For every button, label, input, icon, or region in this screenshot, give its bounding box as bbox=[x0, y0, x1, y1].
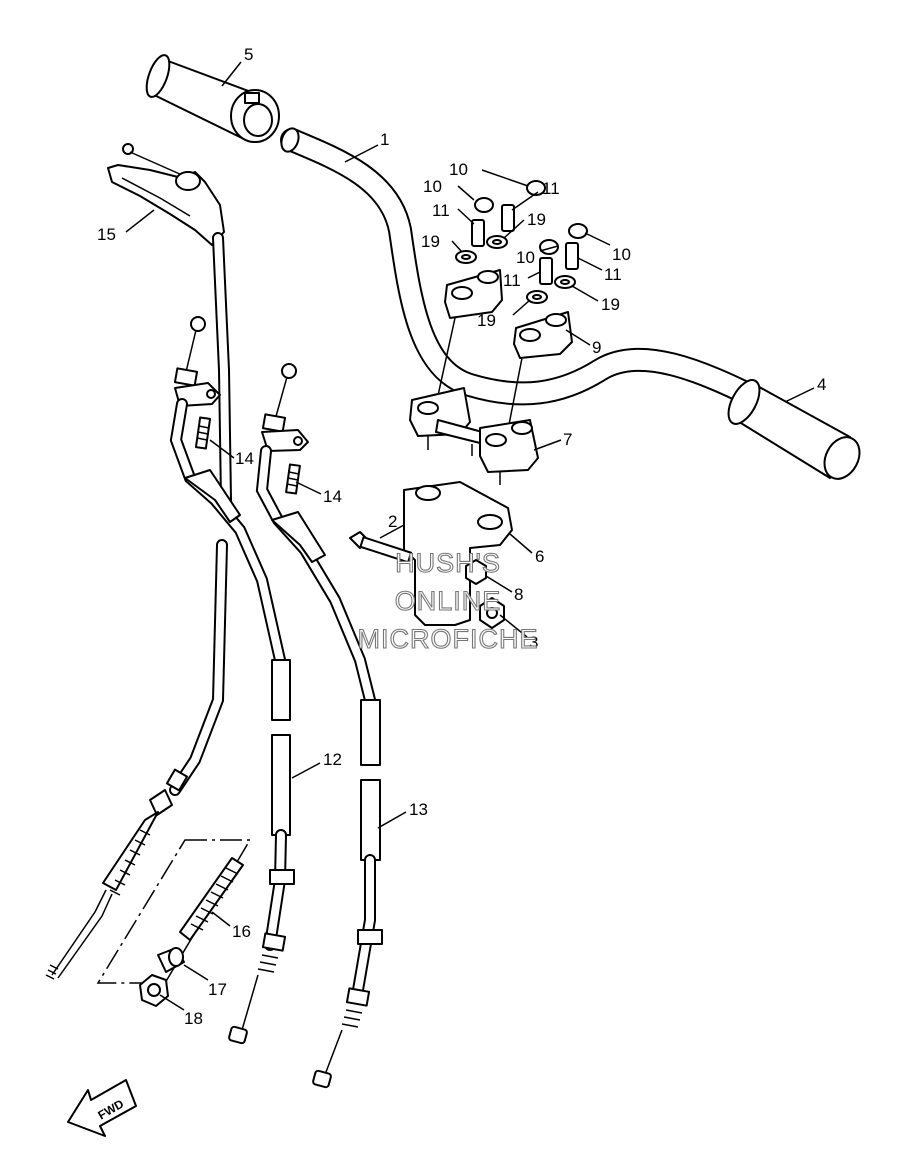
callout-18: 18 bbox=[184, 1009, 203, 1028]
bolt-2[interactable] bbox=[349, 531, 413, 564]
washer-19d[interactable] bbox=[526, 290, 548, 304]
collar-17[interactable] bbox=[157, 947, 185, 973]
lower-holder-7[interactable] bbox=[409, 387, 539, 485]
callout-3: 3 bbox=[529, 633, 538, 652]
callout-10b: 10 bbox=[423, 177, 442, 196]
callout-16: 16 bbox=[232, 922, 251, 941]
callout-11d: 11 bbox=[503, 271, 521, 290]
callout-8: 8 bbox=[514, 585, 523, 604]
leader-lines bbox=[125, 61, 815, 1011]
callout-5: 5 bbox=[244, 45, 253, 64]
callout-19d: 19 bbox=[477, 311, 496, 330]
washer-19c[interactable] bbox=[554, 275, 576, 289]
callout-11b: 11 bbox=[432, 201, 450, 220]
callout-1: 1 bbox=[380, 130, 389, 149]
watermark-line1: HUSH'S bbox=[395, 548, 501, 578]
bolt-11b[interactable] bbox=[471, 219, 485, 247]
callout-10a: 10 bbox=[449, 160, 468, 179]
upper-holder-9b[interactable] bbox=[513, 311, 573, 359]
spring-16[interactable] bbox=[179, 857, 244, 941]
upper-holder-9a[interactable] bbox=[444, 269, 503, 319]
nut-8[interactable] bbox=[465, 559, 487, 585]
left-grip[interactable] bbox=[142, 52, 280, 143]
callout-19b: 19 bbox=[421, 232, 440, 251]
callout-10d: 10 bbox=[516, 248, 535, 267]
washer-19b[interactable] bbox=[455, 250, 477, 264]
callout-19c: 19 bbox=[601, 295, 620, 314]
crown-6[interactable] bbox=[403, 481, 513, 626]
callout-6: 6 bbox=[535, 547, 544, 566]
cable-13[interactable] bbox=[255, 363, 383, 1089]
callout-14a: 14 bbox=[235, 449, 254, 468]
bolt-11a[interactable] bbox=[501, 204, 515, 232]
callout-9: 9 bbox=[592, 338, 601, 357]
throttle-housing[interactable] bbox=[107, 143, 225, 246]
callout-11a: 11 bbox=[542, 179, 560, 198]
watermark-line3: MICROFICHE bbox=[358, 624, 539, 654]
callout-2: 2 bbox=[388, 512, 397, 531]
fwd-arrow-icon: FWD bbox=[67, 1079, 137, 1137]
callout-7: 7 bbox=[563, 430, 572, 449]
cap-10a[interactable] bbox=[526, 180, 546, 196]
callout-19a: 19 bbox=[527, 210, 546, 229]
watermark-line2: ONLINE bbox=[395, 586, 502, 616]
right-grip[interactable] bbox=[722, 375, 866, 485]
callout-14b: 14 bbox=[323, 487, 342, 506]
bolt-11c[interactable] bbox=[565, 242, 579, 270]
nut-18[interactable] bbox=[139, 974, 169, 1007]
callout-13: 13 bbox=[409, 800, 428, 819]
callout-17: 17 bbox=[208, 980, 227, 999]
callout-15: 15 bbox=[97, 225, 116, 244]
nut-3[interactable] bbox=[479, 597, 505, 629]
handlebar[interactable] bbox=[278, 126, 772, 412]
washer-19a[interactable] bbox=[486, 235, 508, 249]
bolt-14a[interactable] bbox=[194, 416, 212, 450]
bolt-14b[interactable] bbox=[285, 463, 301, 495]
callout-10c: 10 bbox=[612, 245, 631, 264]
callout-12: 12 bbox=[323, 750, 342, 769]
callout-4: 4 bbox=[817, 375, 826, 394]
cable-12[interactable] bbox=[169, 316, 295, 1045]
watermark: HUSH'S ONLINE MICROFICHE bbox=[357, 547, 539, 654]
bolt-11d[interactable] bbox=[539, 257, 553, 285]
cap-10c[interactable] bbox=[568, 223, 588, 239]
callout-11c: 11 bbox=[604, 265, 622, 284]
cap-10b[interactable] bbox=[474, 197, 494, 213]
throttle-cable[interactable] bbox=[45, 232, 252, 984]
